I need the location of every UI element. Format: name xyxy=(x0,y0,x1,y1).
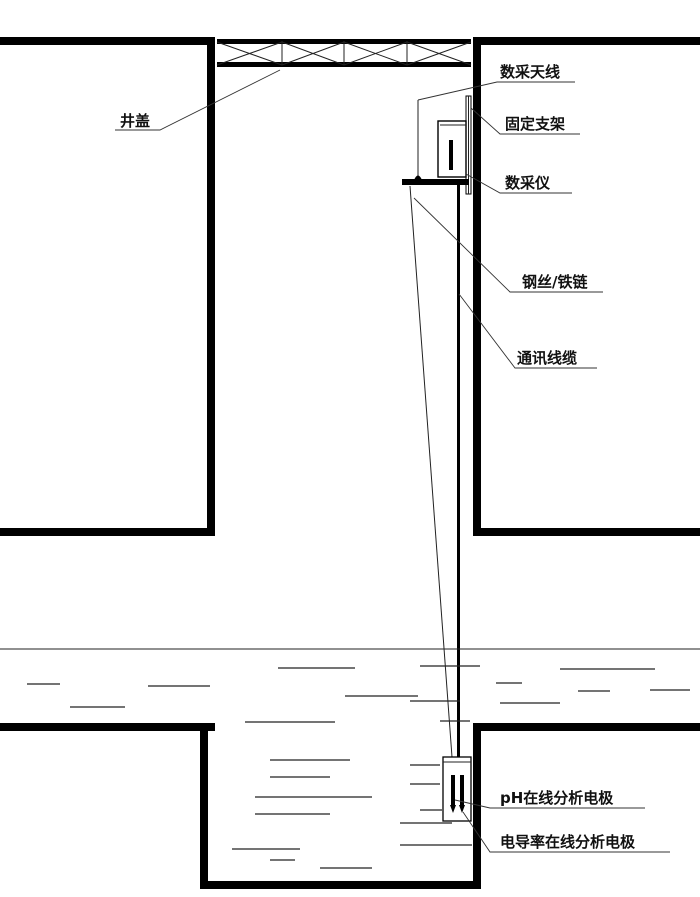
conductivity-electrode-label: 电导率在线分析电极 xyxy=(500,833,636,851)
sump-left-top xyxy=(0,723,215,731)
sump-right-top xyxy=(473,723,700,731)
ph-electrode-icon xyxy=(450,775,456,813)
steel-wire-line xyxy=(409,185,453,758)
data-logger-box xyxy=(437,120,467,178)
antenna-label: 数采天线 xyxy=(500,63,560,81)
bracket-label: 固定支架 xyxy=(505,115,565,133)
data-logger-label: 数采仪 xyxy=(505,174,551,192)
left-bottom-wall xyxy=(0,528,215,536)
comm-cable-label: 通讯线缆 xyxy=(517,349,577,367)
antenna xyxy=(414,100,422,180)
sump-right-wall xyxy=(473,723,481,889)
right-top-wall xyxy=(473,37,700,45)
ph-electrode-label: pH在线分析电极 xyxy=(500,789,614,807)
leader-lines xyxy=(115,69,670,853)
right-shaft-wall xyxy=(473,37,481,536)
well-cover xyxy=(216,39,472,67)
well-cover-label: 井盖 xyxy=(120,112,150,130)
sump-left-wall xyxy=(200,723,208,889)
left-top-wall xyxy=(0,37,215,45)
water-ripples xyxy=(27,665,690,869)
conductivity-electrode-icon xyxy=(459,775,465,813)
steel-wire-label: 钢丝/铁链 xyxy=(522,273,588,291)
well-walls xyxy=(0,37,700,889)
sump-bottom-wall xyxy=(200,881,481,889)
right-bottom-wall xyxy=(473,528,700,536)
electrode-holder xyxy=(442,756,472,822)
left-shaft-wall xyxy=(207,37,215,536)
